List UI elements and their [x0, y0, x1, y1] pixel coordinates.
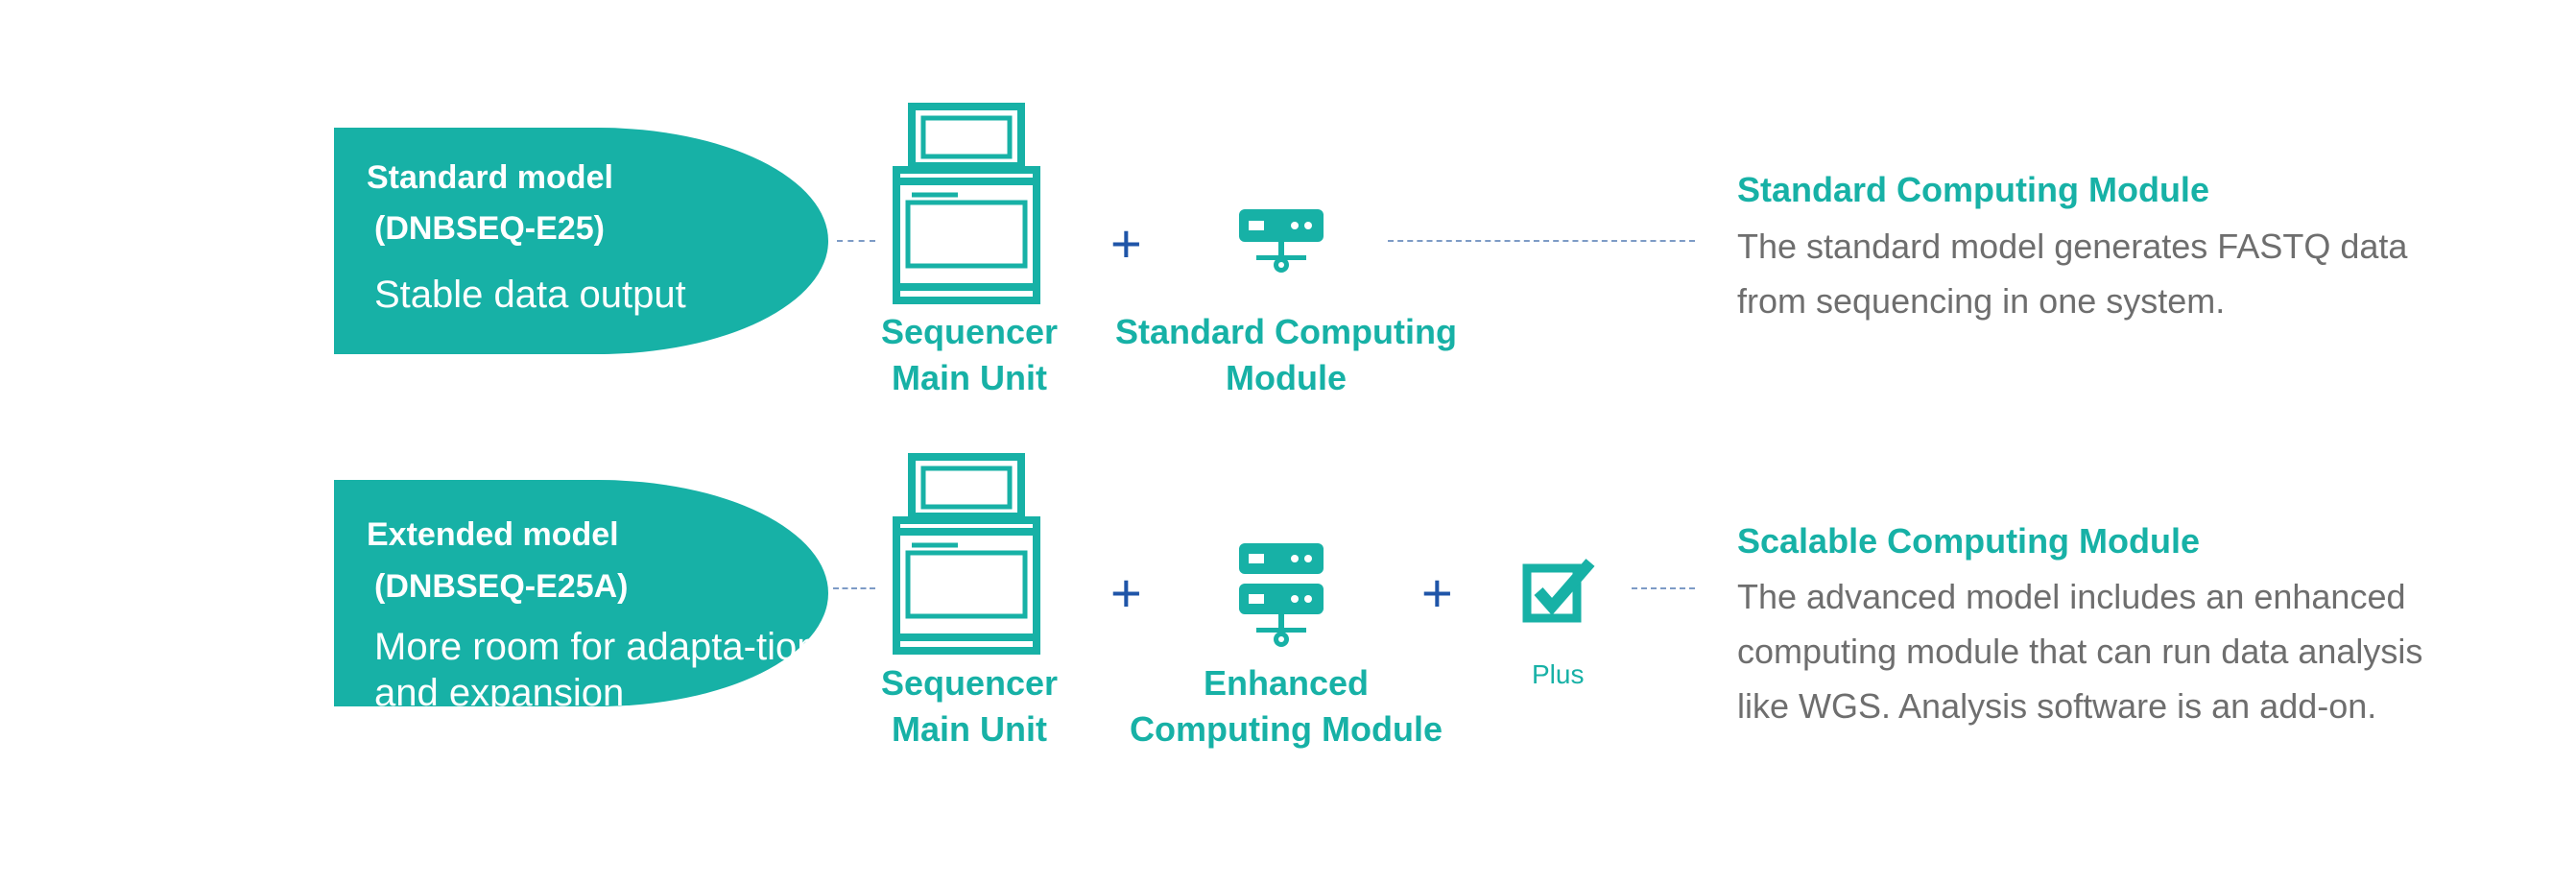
- scalable-info-title: Scalable Computing Module: [1737, 521, 2201, 561]
- plus-label: Plus: [1532, 659, 1585, 689]
- extended-model-code: (DNBSEQ-E25A): [374, 568, 629, 605]
- standard-model-code: (DNBSEQ-E25): [374, 210, 605, 247]
- sequencer-label: Sequencer Main Unit: [880, 663, 1059, 749]
- standard-model-desc: Stable data output: [374, 274, 686, 316]
- extended-model-badge: Extended model (DNBSEQ-E25A) More room f…: [334, 480, 828, 714]
- standard-model-badge: Standard model (DNBSEQ-E25) Stable data …: [334, 128, 828, 354]
- plus-sign: +: [1110, 213, 1142, 274]
- enhanced-server-icon: [1239, 543, 1324, 647]
- enhanced-module-label: Enhanced Computing Module: [1130, 663, 1443, 749]
- standard-model-row: Standard model (DNBSEQ-E25) Stable data …: [334, 103, 2408, 397]
- connector-line: [837, 240, 875, 242]
- standard-info-title: Standard Computing Module: [1737, 170, 2209, 209]
- sequencer-label: Sequencer Main Unit: [880, 312, 1059, 397]
- standard-model-name: Standard model: [367, 159, 613, 196]
- sequencer-icon: [893, 453, 1040, 655]
- connector-line: [1388, 240, 1695, 242]
- scalable-info-text: The advanced model includes an enhanced …: [1737, 577, 2423, 726]
- standard-server-icon: [1239, 209, 1324, 273]
- checkbox-icon: [1522, 559, 1595, 623]
- extended-model-desc: More room for adapta-tion and expansion: [374, 626, 819, 714]
- plus-sign: +: [1110, 562, 1142, 623]
- connector-line: [1632, 587, 1695, 589]
- connector-line: [833, 587, 875, 589]
- standard-module-label: Standard Computing Module: [1115, 312, 1457, 397]
- plus-sign: +: [1421, 562, 1453, 623]
- sequencer-icon: [893, 103, 1040, 304]
- extended-model-name: Extended model: [367, 516, 619, 553]
- standard-info-text: The standard model generates FASTQ data …: [1737, 227, 2408, 321]
